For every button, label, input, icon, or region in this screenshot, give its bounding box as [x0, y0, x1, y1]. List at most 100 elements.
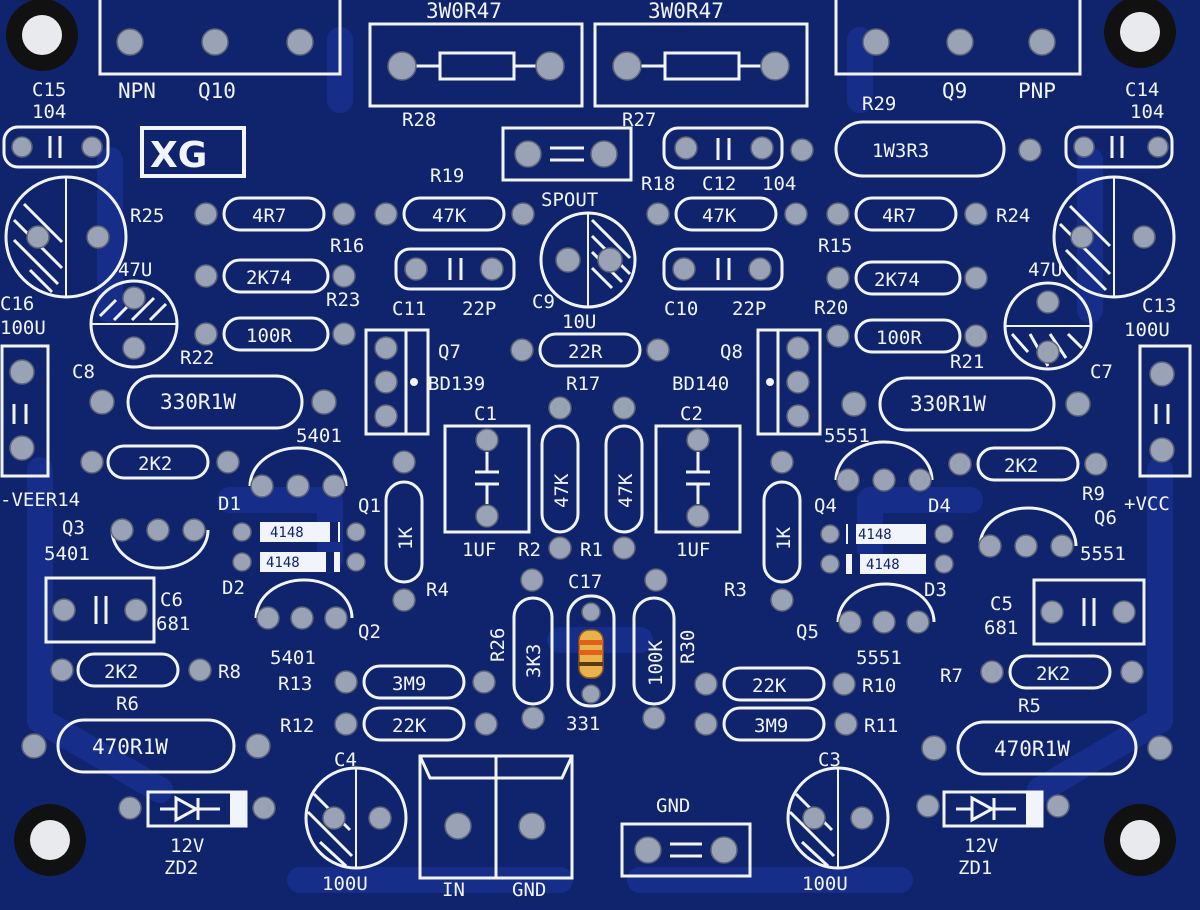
q7-footprint [364, 328, 430, 436]
label-c16: C16 [0, 293, 34, 315]
label-c8-value: 47U [118, 259, 152, 281]
label-d2: D2 [222, 577, 245, 599]
label-c14: C14 [1125, 79, 1159, 101]
label-r12-value: 22K [392, 715, 427, 737]
c5-footprint [1032, 578, 1146, 646]
q9-footprint [834, 0, 1082, 76]
label-r19-value: 47K [432, 205, 467, 227]
label-r4: R4 [426, 579, 449, 601]
label-c1: C1 [474, 403, 497, 425]
label-c2-value: 1UF [676, 539, 710, 561]
label-r8-value: 2K2 [104, 661, 138, 683]
d3-footprint: 4148 [820, 554, 954, 574]
zd2-footprint [118, 790, 276, 828]
label-r25: R25 [130, 205, 164, 227]
r4-footprint [384, 450, 424, 612]
r13-footprint [334, 664, 496, 700]
label-r7: R7 [940, 665, 963, 687]
c17-footprint [520, 568, 668, 708]
label-r22: R22 [180, 347, 214, 369]
r20-footprint [826, 318, 988, 354]
brand-logo-text: XG [150, 135, 207, 176]
label-c17: C17 [568, 571, 602, 593]
label-c1-value: 1UF [462, 539, 496, 561]
label-r13-value: 3M9 [392, 673, 426, 695]
r7-footprint [980, 654, 1144, 690]
r1-footprint [604, 396, 644, 560]
label-r11: R11 [864, 715, 898, 737]
r17-footprint [510, 332, 670, 368]
r30-footprint [632, 596, 676, 730]
label-c17-value: 331 [566, 713, 600, 735]
label-r29-value: 1W3R3 [872, 140, 929, 162]
label-r26: R26 [487, 628, 509, 662]
d1-footprint: 4148 [232, 522, 366, 542]
label-r20-value: 100R [876, 327, 922, 349]
label-spout: SPOUT [541, 189, 598, 211]
c2-footprint [654, 424, 742, 534]
label-c12: C12 [702, 173, 736, 195]
c16-large-footprint [4, 175, 128, 299]
label-r15-value: 2K74 [874, 269, 920, 291]
spout-connector [501, 126, 633, 182]
label-q8-value: BD140 [672, 373, 729, 395]
label-r10: R10 [862, 675, 896, 697]
label-r9: R9 [1082, 483, 1105, 505]
label-r15: R15 [818, 235, 852, 257]
label-gnd: GND [656, 795, 690, 817]
label-c5: C5 [990, 593, 1013, 615]
q6-footprint [978, 506, 1078, 558]
label-r16-value: 2K74 [246, 267, 292, 289]
q3-footprint [110, 518, 210, 570]
r15-footprint [826, 260, 988, 296]
label-d3: D3 [924, 579, 947, 601]
label-c7: C7 [1090, 361, 1113, 383]
q4-footprint [834, 440, 934, 492]
label-c14-value: 104 [1130, 101, 1164, 123]
c15-footprint [2, 125, 110, 169]
label-c12-value: 104 [762, 173, 796, 195]
label-r17-value: 22R [568, 341, 603, 363]
c6-footprint [44, 576, 156, 644]
r19-footprint [374, 196, 535, 232]
label-q4-type: 5551 [824, 425, 870, 447]
c7-footprint [1003, 281, 1093, 371]
label-c11: C11 [392, 298, 426, 320]
label-veer14: -VEER14 [0, 489, 80, 511]
label-c7-value: 47U [1028, 259, 1062, 281]
label-r20: R20 [814, 297, 848, 319]
label-c4-value: 100U [322, 873, 368, 895]
label-q1-type: 5401 [296, 425, 342, 447]
label-r26-value: 3K3 [523, 644, 545, 678]
label-d1: D1 [218, 493, 241, 515]
label-r2-value: 47K [551, 473, 573, 508]
r24-footprint [826, 196, 988, 232]
label-r18: R18 [641, 173, 675, 195]
label-d1-value: 4148 [270, 525, 304, 541]
label-c10: C10 [664, 298, 698, 320]
label-r9-value: 2K2 [1004, 455, 1038, 477]
label-r27: R27 [622, 109, 656, 131]
r9-footprint [948, 446, 1108, 482]
label-r30: R30 [677, 630, 699, 664]
label-q9: Q9 [942, 79, 967, 103]
label-r1: R1 [580, 539, 603, 561]
label-q7-value: BD139 [428, 373, 485, 395]
label-zd1-value: 12V [964, 835, 998, 857]
label-r25-value: 4R7 [252, 205, 286, 227]
label-r18-value: 47K [702, 205, 737, 227]
r11-footprint [694, 706, 858, 742]
mounting-holes [6, 0, 1176, 876]
label-npn: NPN [118, 79, 156, 103]
label-q2: Q2 [358, 621, 381, 643]
label-c2: C2 [680, 403, 703, 425]
label-r29: R29 [862, 93, 896, 115]
label-r16: R16 [330, 235, 364, 257]
label-q10: Q10 [198, 79, 236, 103]
c9-footprint [539, 211, 637, 309]
q10-footprint [98, 0, 342, 76]
label-c15: C15 [32, 79, 66, 101]
label-r6: R6 [116, 693, 139, 715]
gnd-jumper [620, 822, 752, 878]
